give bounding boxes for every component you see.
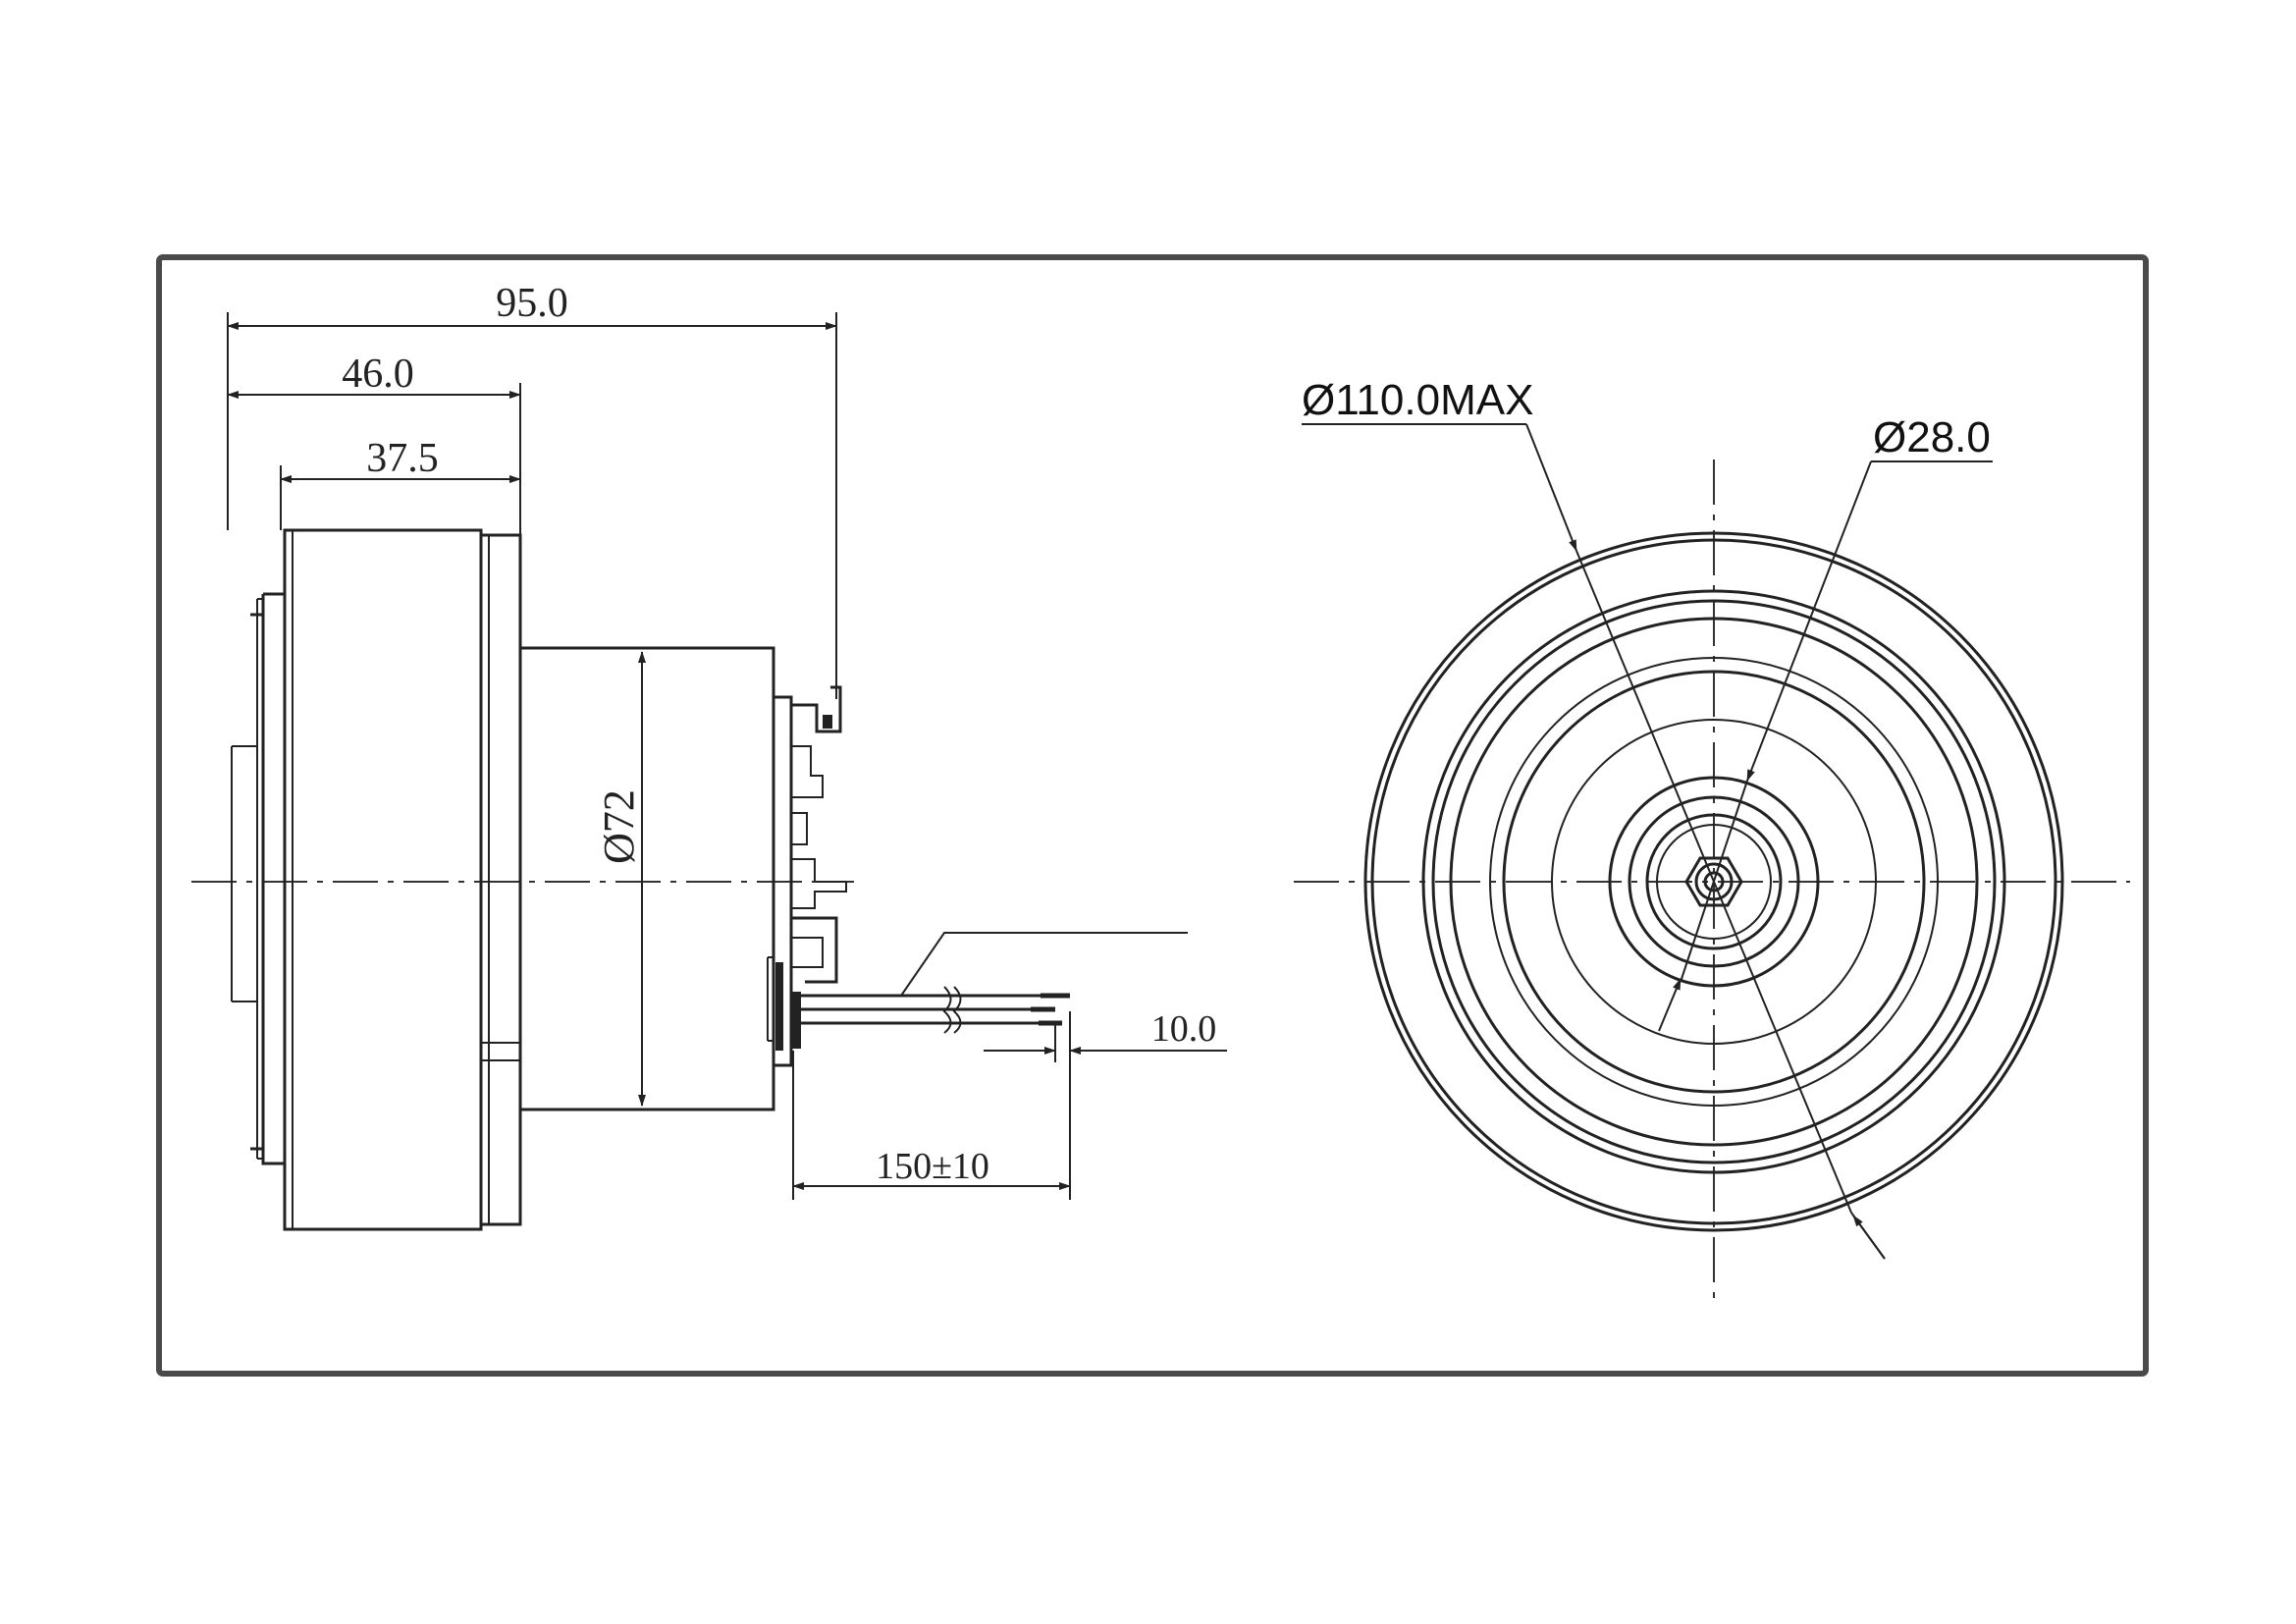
overall-length-label: 95.0 — [496, 281, 568, 326]
wire-length-label: 150±10 — [876, 1146, 989, 1187]
dimension-overall-length: 95.0 — [227, 281, 837, 699]
shaft-nut — [1684, 856, 1743, 907]
outer-rim — [1363, 531, 2064, 1232]
motor-rear-housing — [518, 646, 775, 1111]
motor-front-flange — [231, 592, 287, 1165]
dimension-hub-diameter: Ø28.0 — [1658, 413, 1993, 1032]
side-view: 95.0 46.0 37.5 Ø72 150±10 10.0 — [191, 281, 1227, 1231]
front-length-label: 37.5 — [366, 436, 439, 481]
wire-strip-label: 10.0 — [1151, 1008, 1217, 1050]
drawing-frame — [156, 254, 2149, 1377]
max-diameter-label: Ø110.0MAX — [1302, 376, 1533, 424]
housing-diameter-label: Ø72 — [595, 789, 643, 864]
dimension-front-length: 37.5 — [280, 436, 521, 530]
dimension-housing-diameter: Ø72 — [595, 651, 646, 1107]
front-view: Ø110.0MAX Ø28.0 — [1294, 376, 2130, 1306]
lead-wires — [791, 932, 1188, 1034]
dimension-body-length: 46.0 — [227, 352, 521, 535]
hub-diameter-label: Ø28.0 — [1873, 413, 1991, 461]
dimension-wire-length: 150±10 — [792, 1011, 1071, 1200]
body-length-label: 46.0 — [342, 352, 414, 397]
dimension-wire-strip: 10.0 — [984, 1008, 1227, 1062]
circuit-board — [767, 685, 847, 1067]
motor-main-body — [283, 528, 522, 1231]
